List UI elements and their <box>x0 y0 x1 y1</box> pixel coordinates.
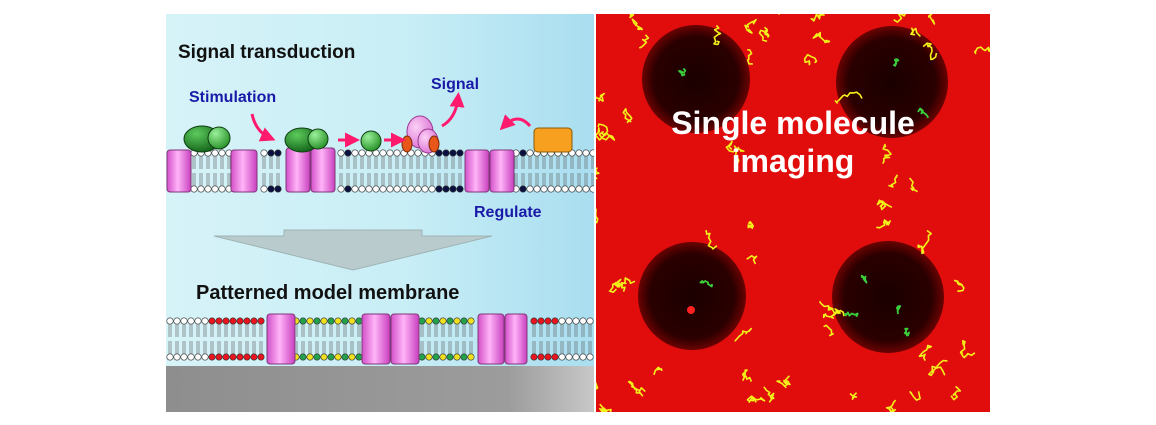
patterned-receptor-pair <box>477 313 528 365</box>
patterned-membrane-title: Patterned model membrane <box>196 282 460 304</box>
kinase-regulator <box>533 127 573 153</box>
signal-arrow <box>441 92 465 128</box>
dark-domain-1 <box>642 25 750 133</box>
dark-domain-3 <box>638 242 746 350</box>
regulated-receptor-dimer <box>464 149 515 193</box>
regulate-label: Regulate <box>474 204 542 221</box>
stimulation-label: Stimulation <box>189 89 277 106</box>
ligand-complex-1 <box>183 125 231 153</box>
regulate-arrow <box>499 114 532 131</box>
receptor-dimer <box>285 147 336 193</box>
single-molecule-caption: Single molecule imaging <box>596 104 990 180</box>
patterned-receptor-1 <box>266 313 296 365</box>
receptor-protein-1 <box>166 149 192 193</box>
patterned-lipid-bilayer <box>166 317 594 361</box>
patterned-receptor-dimer <box>361 313 420 365</box>
dark-domain-4 <box>832 241 944 353</box>
signal-transduction-panel: Signal transduction Stimulation Signal R… <box>166 14 594 412</box>
top-lipid-bilayer <box>190 149 594 193</box>
ligand-complex-2 <box>284 127 329 153</box>
membrane-diagram <box>166 92 594 412</box>
red-spot <box>687 306 695 314</box>
stimulation-arrow <box>250 113 276 142</box>
signal-transduction-title: Signal transduction <box>178 42 356 63</box>
messenger-molecule <box>360 130 382 152</box>
signal-label: Signal <box>431 76 480 93</box>
caption-line-2: imaging <box>731 143 855 179</box>
solid-substrate <box>166 366 594 412</box>
transition-arrow <box>213 229 493 271</box>
fluorescence-micrograph <box>596 14 990 412</box>
molecule-trajectories <box>596 14 990 412</box>
effector-protein <box>401 115 440 154</box>
single-molecule-image: Single molecule imaging <box>596 14 990 412</box>
receptor-protein-2 <box>230 149 258 193</box>
caption-line-1: Single molecule <box>671 105 915 141</box>
